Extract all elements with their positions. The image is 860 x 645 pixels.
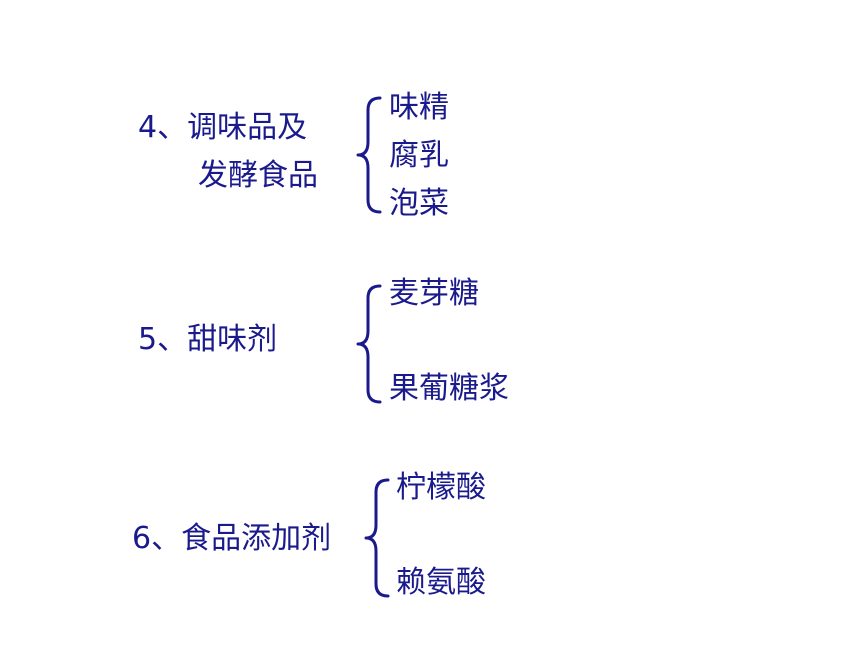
group-4-item-2: 腐乳 [389,138,449,173]
brace-icon [356,96,382,214]
group-4-heading-line1: 4、调味品及 [138,110,308,145]
group-4-item-1: 味精 [389,90,449,125]
group-5-heading: 5、甜味剂 [138,322,278,357]
group-6-item-1: 柠檬酸 [396,470,486,505]
brace-icon [356,284,382,404]
group-5-item-1: 麦芽糖 [389,276,479,311]
group-5-item-2: 果葡糖浆 [389,371,509,406]
group-4-heading-line2: 发酵食品 [198,158,318,193]
group-4-item-3: 泡菜 [389,186,449,221]
brace-icon [364,478,390,598]
group-6-heading: 6、食品添加剂 [132,521,332,556]
group-6-item-2: 赖氨酸 [396,565,486,600]
